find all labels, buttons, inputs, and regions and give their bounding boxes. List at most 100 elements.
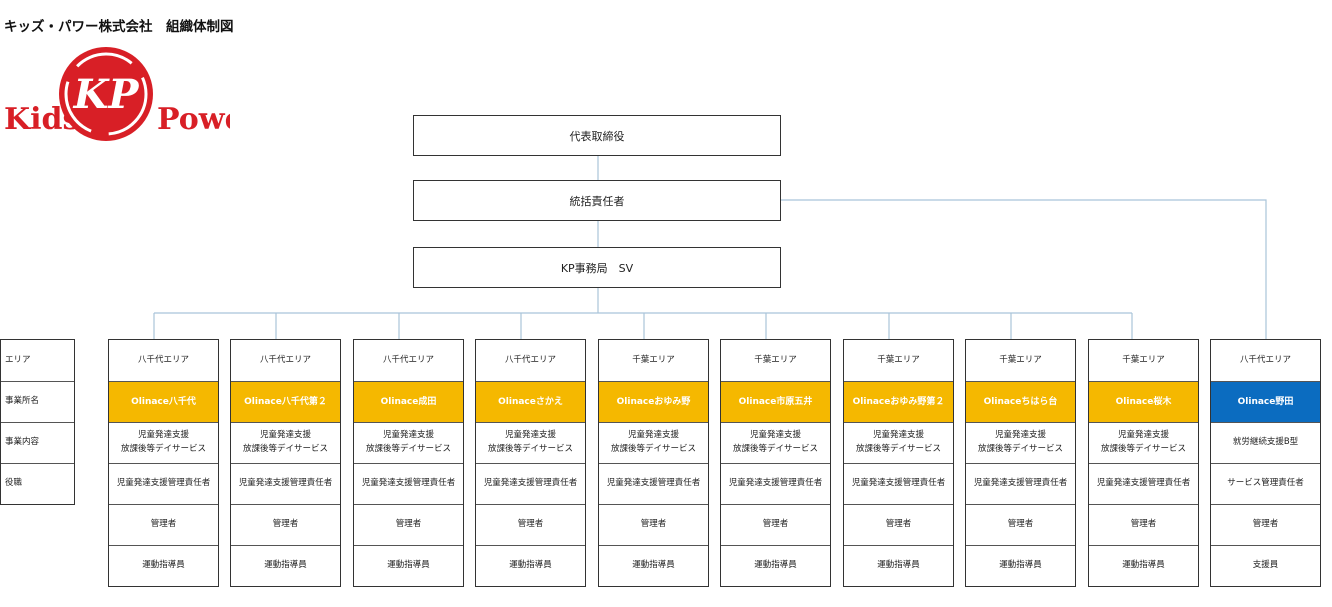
service-cell: 児童発達支援放課後等デイサービス	[109, 422, 218, 463]
service-line: 児童発達支援	[504, 430, 556, 441]
role-cell: 運動指導員	[354, 545, 463, 586]
service-cell: 児童発達支援放課後等デイサービス	[721, 422, 830, 463]
service-cell: 児童発達支援放課後等デイサービス	[599, 422, 708, 463]
role-cell: 児童発達支援管理責任者	[966, 463, 1075, 504]
connector-manager-to-noda	[781, 199, 1267, 339]
office-name-cell: Olinace八千代第２	[231, 381, 340, 422]
service-line: 放課後等デイサービス	[977, 444, 1063, 454]
service-line: 放課後等デイサービス	[365, 444, 451, 454]
logo-power-text: Power	[157, 102, 230, 137]
role-cell: 児童発達支援管理責任者	[354, 463, 463, 504]
role-cell: 管理者	[231, 504, 340, 545]
service-line: 児童発達支援	[259, 430, 311, 441]
row-label-service: 事業内容	[1, 422, 74, 463]
area-cell: 千葉エリア	[877, 354, 920, 365]
area-cell: 八千代エリア	[382, 354, 434, 365]
area-cell: 八千代エリア	[1239, 354, 1291, 365]
service-cell: 就労継続支援B型	[1211, 422, 1320, 463]
service-line: 放課後等デイサービス	[732, 444, 818, 454]
service-line: 児童発達支援	[994, 430, 1046, 441]
role-cell: 運動指導員	[109, 545, 218, 586]
service-cell: 児童発達支援放課後等デイサービス	[231, 422, 340, 463]
role-cell: 管理者	[109, 504, 218, 545]
row-label-area: エリア	[5, 354, 31, 365]
row-label-office: 事業所名	[1, 381, 74, 422]
area-cell: 八千代エリア	[137, 354, 189, 365]
role-cell: 運動指導員	[231, 545, 340, 586]
role-cell: 運動指導員	[721, 545, 830, 586]
role-cell: 管理者	[844, 504, 953, 545]
role-cell: サービス管理責任者	[1211, 463, 1320, 504]
office-column: 八千代エリア Olinaceさかえ児童発達支援放課後等デイサービス児童発達支援管理…	[475, 339, 586, 587]
ceo-box: 代表取締役	[413, 115, 781, 156]
role-cell: 児童発達支援管理責任者	[721, 463, 830, 504]
office-column: 八千代エリア Olinace野田就労継続支援B型サービス管理責任者管理者支援員	[1210, 339, 1321, 587]
area-cell: 八千代エリア	[504, 354, 556, 365]
office-column: 千葉エリア Olinaceおゆみ野児童発達支援放課後等デイサービス児童発達支援管理…	[598, 339, 709, 587]
role-cell: 児童発達支援管理責任者	[476, 463, 585, 504]
page-title: キッズ・パワー株式会社 組織体制図	[4, 19, 234, 35]
area-cell: 千葉エリア	[999, 354, 1042, 365]
role-cell: 管理者	[354, 504, 463, 545]
role-cell: 支援員	[1211, 545, 1320, 586]
office-name-cell: Olinaceおゆみ野	[599, 381, 708, 422]
service-cell: 児童発達支援放課後等デイサービス	[966, 422, 1075, 463]
service-cell: 児童発達支援放課後等デイサービス	[1089, 422, 1198, 463]
service-line: 放課後等デイサービス	[1100, 444, 1186, 454]
service-line: 児童発達支援	[382, 430, 434, 441]
office-name-cell: Olinaceおゆみ野第２	[844, 381, 953, 422]
service-line: 児童発達支援	[1117, 430, 1169, 441]
role-cell: 児童発達支援管理責任者	[599, 463, 708, 504]
company-logo: Kids KP Power	[0, 42, 261, 152]
office-column: 八千代エリア Olinace成田児童発達支援放課後等デイサービス児童発達支援管理責…	[353, 339, 464, 587]
service-line: 放課後等デイサービス	[855, 444, 941, 454]
service-cell: 児童発達支援放課後等デイサービス	[844, 422, 953, 463]
office-name-cell: Olinaceさかえ	[476, 381, 585, 422]
role-cell: 管理者	[1211, 504, 1320, 545]
role-cell: 児童発達支援管理責任者	[844, 463, 953, 504]
role-cell: 運動指導員	[844, 545, 953, 586]
service-line: 放課後等デイサービス	[610, 444, 696, 454]
office-column: 千葉エリア Olinace桜木児童発達支援放課後等デイサービス児童発達支援管理責任…	[1088, 339, 1199, 587]
role-cell: 児童発達支援管理責任者	[1089, 463, 1198, 504]
role-cell: 管理者	[1089, 504, 1198, 545]
area-cell: 千葉エリア	[1122, 354, 1165, 365]
role-cell: 児童発達支援管理責任者	[231, 463, 340, 504]
service-line: 放課後等デイサービス	[487, 444, 573, 454]
row-label-role: 役職	[1, 463, 74, 504]
service-line: 放課後等デイサービス	[120, 444, 206, 454]
logo-swirl-icon	[64, 52, 148, 136]
role-cell: 運動指導員	[599, 545, 708, 586]
service-line: 児童発達支援	[137, 430, 189, 441]
service-line: 児童発達支援	[749, 430, 801, 441]
area-cell: 千葉エリア	[632, 354, 675, 365]
area-cell: 千葉エリア	[754, 354, 797, 365]
general-manager-box: 統括責任者	[413, 180, 781, 221]
role-cell: 管理者	[599, 504, 708, 545]
service-cell: 児童発達支援放課後等デイサービス	[476, 422, 585, 463]
office-name-cell: Olinaceちはら台	[966, 381, 1075, 422]
office-name-cell: Olinace八千代	[109, 381, 218, 422]
role-cell: 管理者	[721, 504, 830, 545]
role-cell: 管理者	[966, 504, 1075, 545]
office-column: 八千代エリア Olinace八千代児童発達支援放課後等デイサービス児童発達支援管理…	[108, 339, 219, 587]
service-line: 放課後等デイサービス	[242, 444, 328, 454]
service-line: 児童発達支援	[872, 430, 924, 441]
area-cell: 八千代エリア	[259, 354, 311, 365]
office-column: 千葉エリア Olinace市原五井児童発達支援放課後等デイサービス児童発達支援管理…	[720, 339, 831, 587]
role-cell: 運動指導員	[966, 545, 1075, 586]
logo-circle-icon	[59, 47, 153, 141]
logo-mark-text: KP	[73, 71, 141, 118]
role-cell: 管理者	[476, 504, 585, 545]
service-line: 就労継続支援B型	[1232, 437, 1299, 448]
role-cell: 運動指導員	[476, 545, 585, 586]
office-name-cell: Olinace市原五井	[721, 381, 830, 422]
service-line: 児童発達支援	[627, 430, 679, 441]
office-name-cell: Olinace成田	[354, 381, 463, 422]
role-cell: 児童発達支援管理責任者	[109, 463, 218, 504]
office-name-cell: Olinace野田	[1211, 381, 1320, 422]
office-name-cell: Olinace桜木	[1089, 381, 1198, 422]
role-cell: 運動指導員	[1089, 545, 1198, 586]
